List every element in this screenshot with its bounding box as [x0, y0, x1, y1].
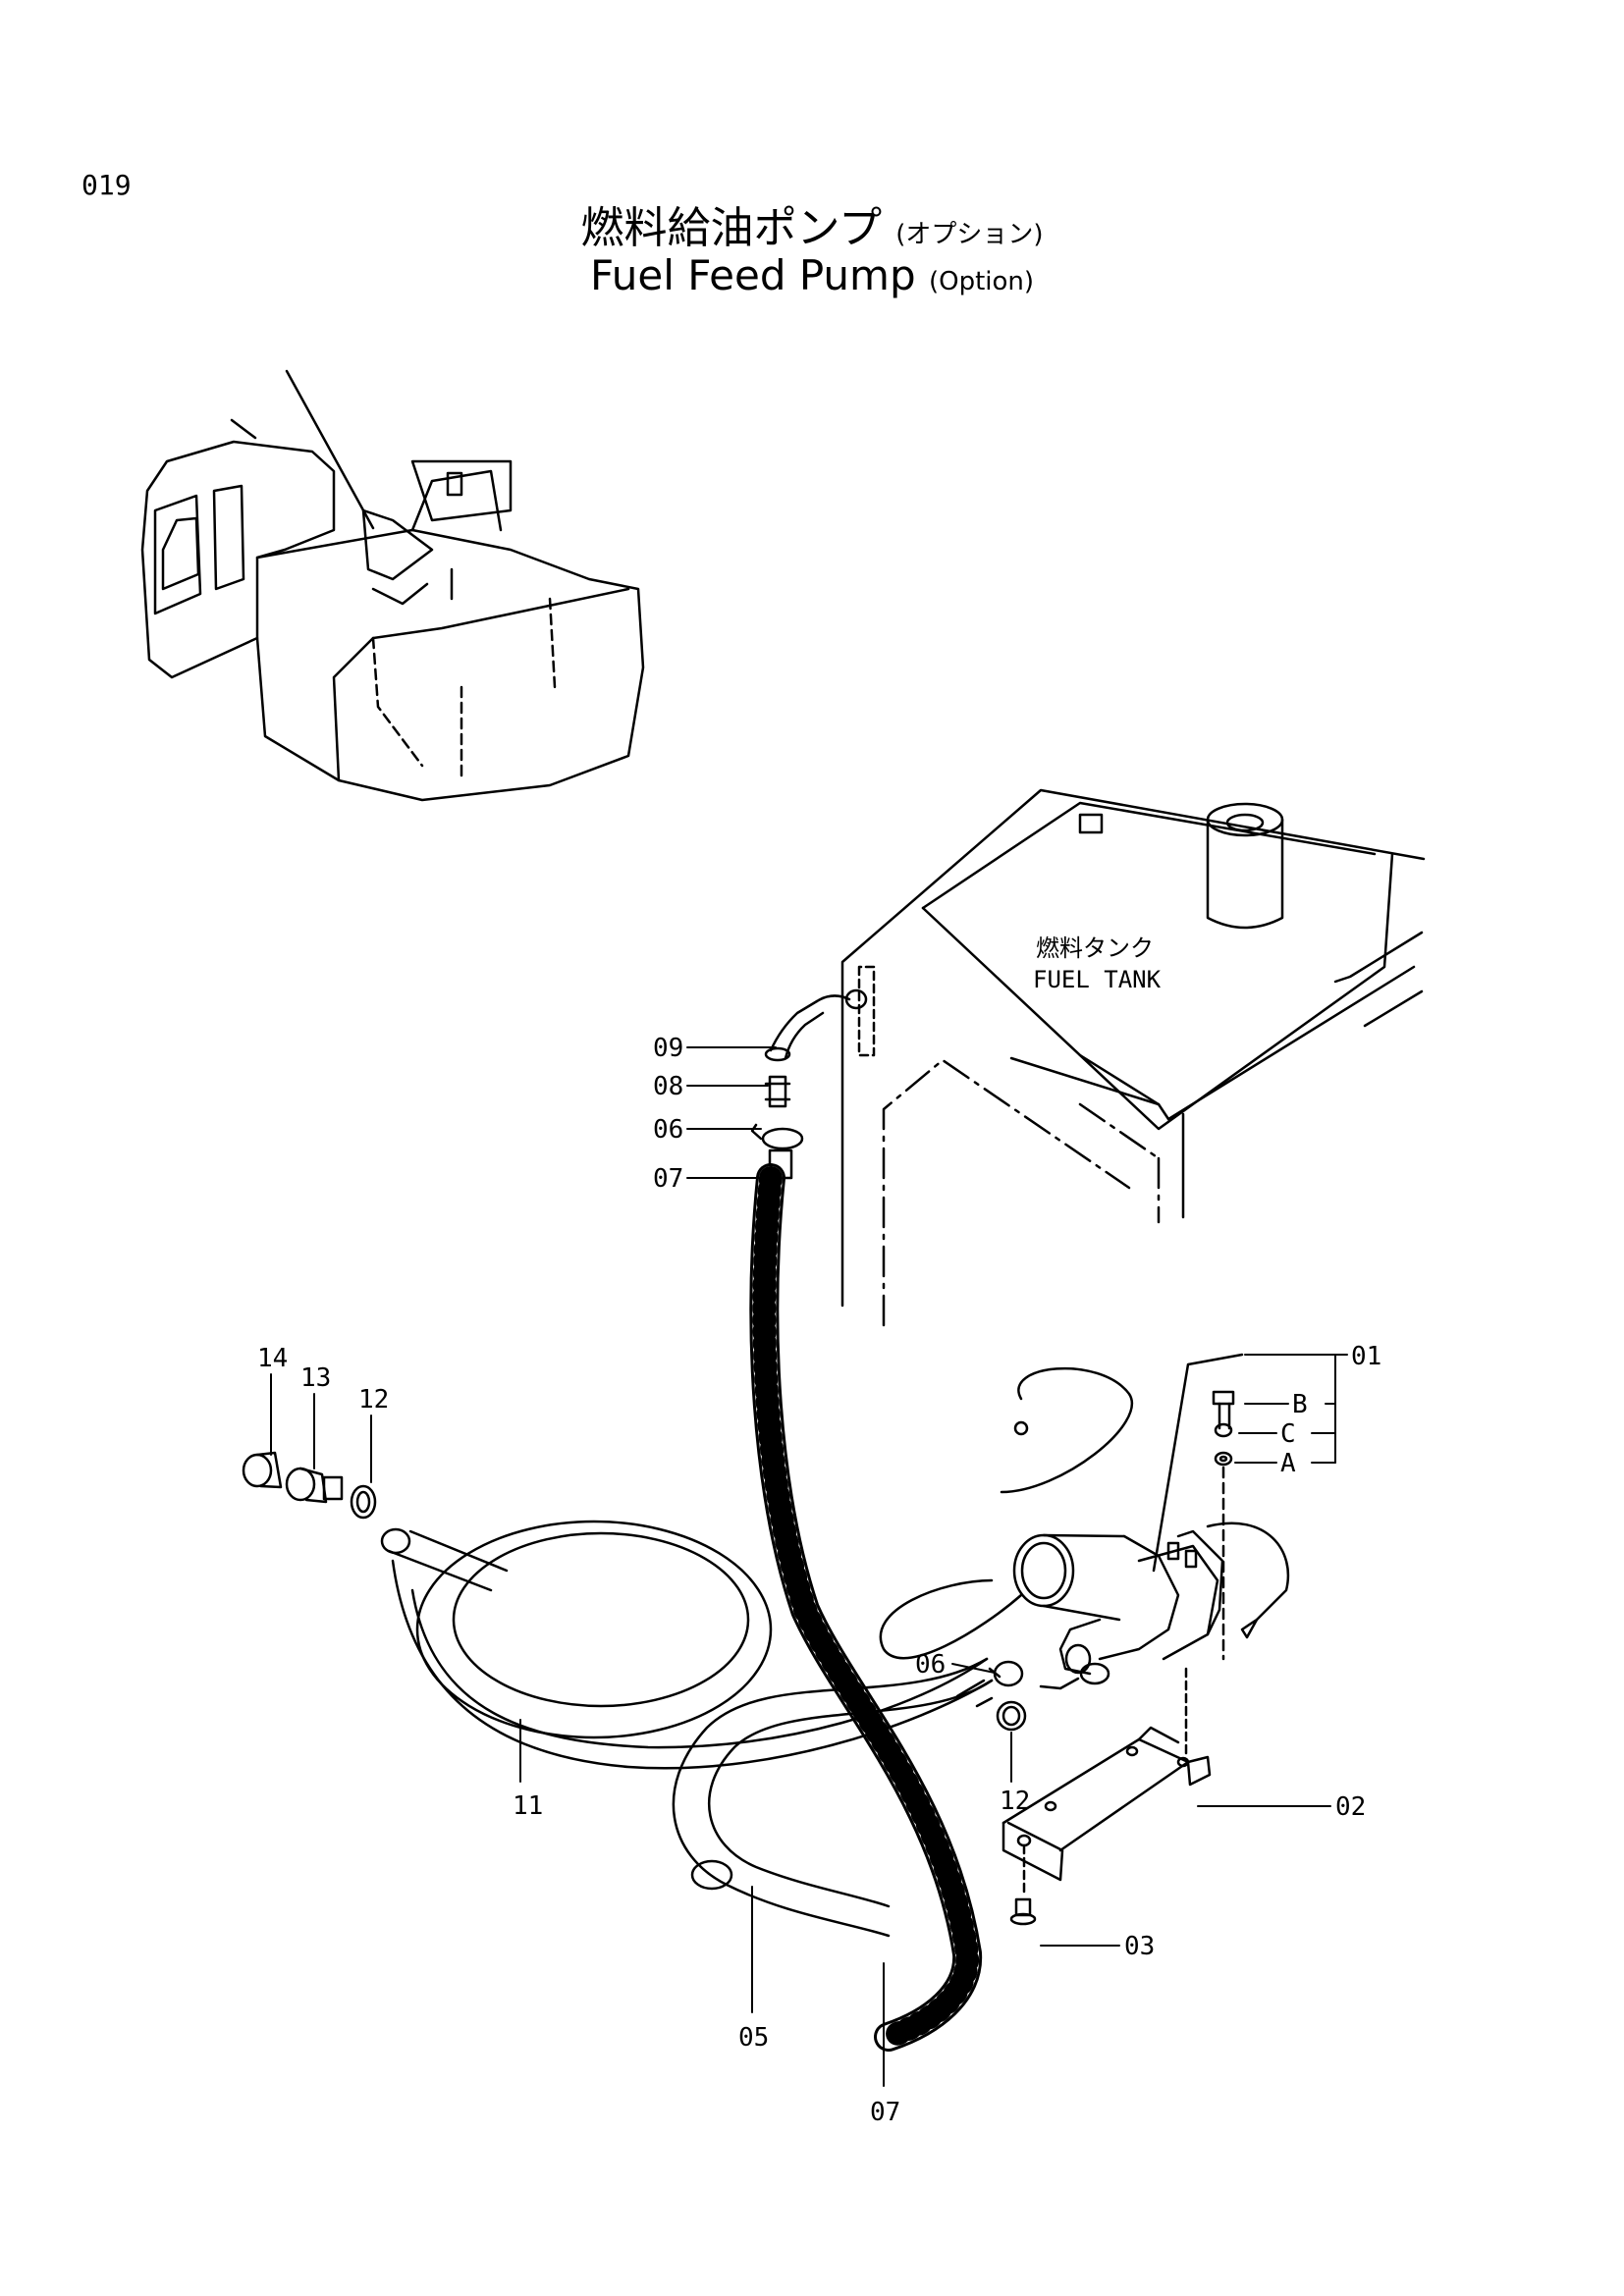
corrugated-hose-07	[749, 1148, 983, 2052]
title-english: Fuel Feed Pump (Option)	[0, 251, 1624, 299]
callout-09: 09	[653, 1034, 683, 1063]
tank-outlet-fittings	[750, 988, 868, 1150]
title-jp-main: 燃料給油ポンプ	[580, 203, 883, 253]
fuel-tank-label-en: FUEL TANK	[1033, 966, 1162, 993]
callout-08: 08	[653, 1072, 683, 1101]
callout-06-upper: 06	[653, 1115, 683, 1145]
left-fittings-drawing	[242, 1451, 377, 1520]
bracket-02-drawing	[1001, 1667, 1212, 1926]
page-number: 019	[81, 169, 132, 201]
pump-assembly-drawing	[879, 1353, 1290, 1690]
bolt-washer-set-drawing	[1212, 1390, 1235, 1661]
title-en-option: (Option)	[928, 267, 1035, 296]
hose-05	[672, 1657, 994, 1938]
coiled-hose-11	[380, 1520, 994, 1770]
excavator-overview-drawing	[140, 369, 645, 802]
callout-03: 03	[1124, 1932, 1155, 1961]
callout-14: 14	[257, 1344, 288, 1373]
callout-11: 11	[513, 1791, 543, 1821]
fuel-tank-drawing	[840, 788, 1426, 1327]
title-jp-option: (オプション)	[895, 220, 1044, 249]
callout-b: B	[1292, 1390, 1308, 1419]
callout-c: C	[1280, 1419, 1296, 1449]
callout-13: 13	[300, 1363, 331, 1393]
fuel-tank-label: 燃料タンク FUEL TANK	[1033, 934, 1162, 993]
callout-02: 02	[1335, 1792, 1366, 1822]
title-en-main: Fuel Feed Pump	[589, 251, 916, 299]
fuel-tank-label-jp: 燃料タンク	[1036, 934, 1154, 962]
title-japanese: 燃料給油ポンプ (オプション)	[0, 192, 1624, 255]
callout-12-lower: 12	[1000, 1787, 1030, 1816]
callout-labels: 09 08 06 07 14 13 12 01 B C A 06 12 02 1…	[257, 1034, 1381, 2127]
callout-01: 01	[1351, 1342, 1381, 1371]
callout-07-upper: 07	[653, 1164, 683, 1194]
callout-07-lower: 07	[870, 2098, 900, 2127]
leader-lines	[270, 1046, 1348, 2087]
callout-a: A	[1280, 1449, 1296, 1478]
callout-12-left: 12	[358, 1385, 389, 1415]
callout-05: 05	[738, 2023, 769, 2053]
callout-06-lower: 06	[915, 1650, 946, 1680]
